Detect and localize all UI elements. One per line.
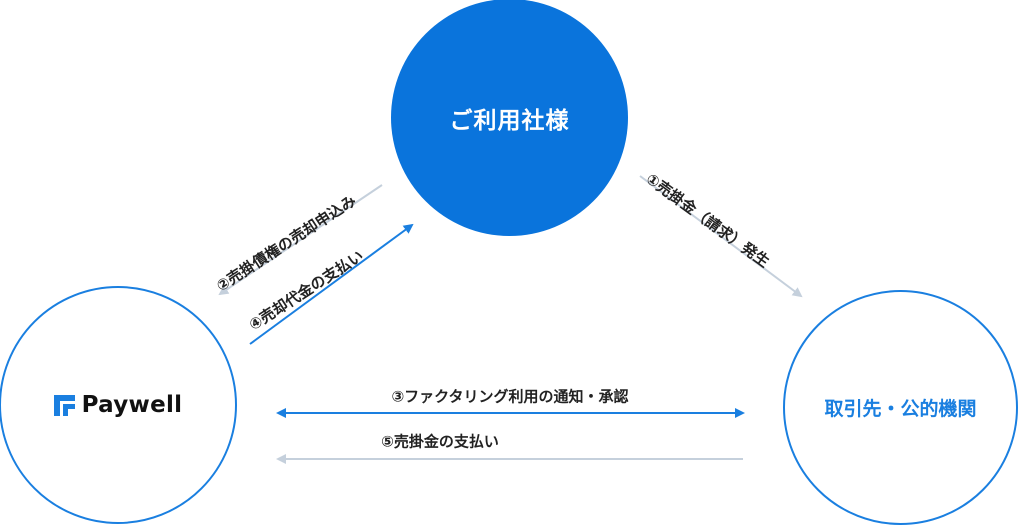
partner-node: 取引先・公的機関	[783, 290, 1018, 525]
arrow-step4	[249, 223, 414, 345]
arrow-step1	[639, 175, 803, 298]
paywell-node: Paywell	[0, 286, 237, 524]
client-node: ご利用社様	[391, 0, 628, 236]
paywell-logo-icon	[53, 394, 75, 416]
client-label: ご利用社様	[449, 107, 570, 134]
step3-label: ③ファクタリング利用の通知・承認	[391, 387, 629, 406]
paywell-label: Paywell	[81, 392, 183, 418]
partner-label: 取引先・公的機関	[824, 398, 977, 420]
step5-label: ⑤売掛金の支払い	[381, 432, 499, 451]
arrow-step2	[218, 184, 383, 296]
paywell-logo: Paywell	[53, 392, 183, 418]
